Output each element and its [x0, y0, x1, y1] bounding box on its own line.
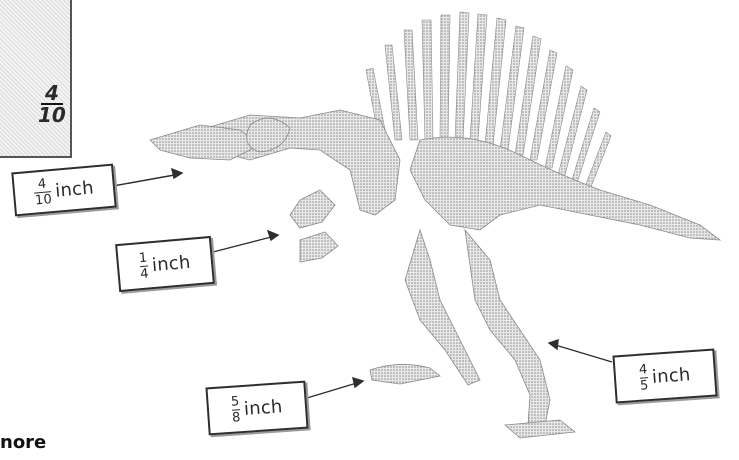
label-4-5-denominator: 5 [640, 379, 649, 393]
label-1-4-numerator: 1 [138, 251, 148, 265]
label-4-5-inch: 4 5 inch [612, 349, 717, 404]
label-5-8-unit: inch [243, 396, 283, 420]
label-4-5-fraction: 4 5 [639, 363, 649, 393]
label-4-5-numerator: 4 [639, 363, 648, 377]
label-5-8-denominator: 8 [232, 411, 241, 425]
label-5-8-inch: 5 8 inch [205, 381, 308, 436]
label-1-4-fraction: 1 4 [138, 251, 149, 281]
label-4-10-inch: 4 10 inch [11, 164, 116, 217]
label-1-4-denominator: 4 [140, 267, 150, 281]
label-1-4-unit: inch [151, 251, 191, 275]
label-1-4-inch: 1 4 inch [115, 236, 215, 292]
label-4-10-denominator: 10 [35, 193, 53, 207]
label-4-10-numerator: 4 [37, 177, 47, 191]
label-5-8-numerator: 5 [231, 395, 240, 409]
label-4-10-fraction: 4 10 [33, 177, 52, 207]
label-4-10-unit: inch [54, 177, 94, 201]
label-4-5-unit: inch [651, 364, 691, 388]
label-5-8-fraction: 5 8 [231, 395, 241, 425]
